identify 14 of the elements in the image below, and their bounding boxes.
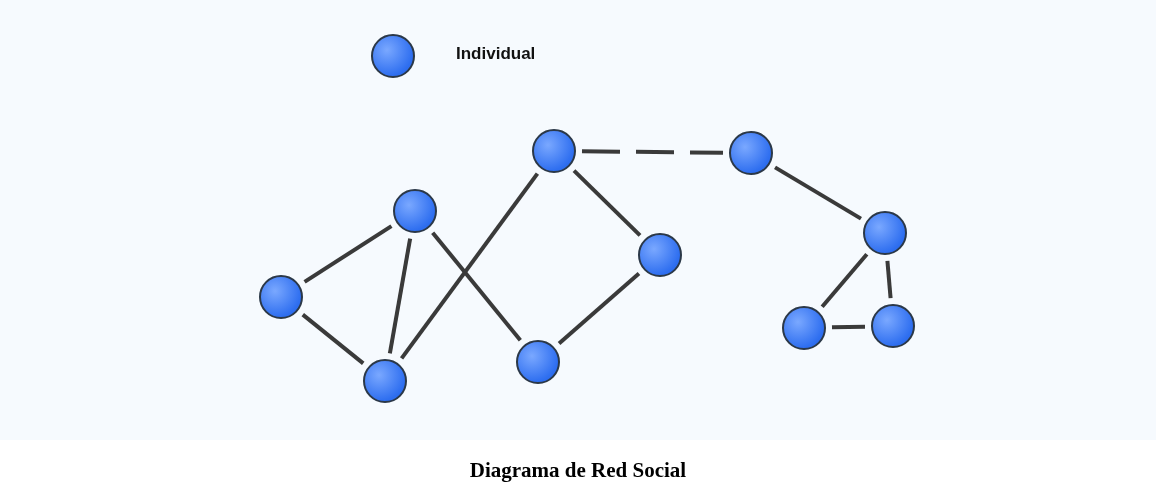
dashed-connection-line: [581, 149, 724, 155]
connection-line: [885, 260, 893, 299]
legend-label: Individual: [456, 44, 536, 64]
connection-line: [831, 324, 866, 330]
connection-line: [572, 169, 642, 237]
connection-line: [774, 165, 862, 221]
connection-line: [557, 271, 641, 346]
connection-line: [387, 238, 413, 354]
connection-line: [301, 313, 365, 365]
connection-line: [820, 253, 869, 308]
caption: Diagrama de Red Social: [469, 458, 687, 482]
connection-line: [431, 231, 522, 342]
connection-line: [303, 224, 393, 284]
connection-line: [399, 172, 540, 360]
